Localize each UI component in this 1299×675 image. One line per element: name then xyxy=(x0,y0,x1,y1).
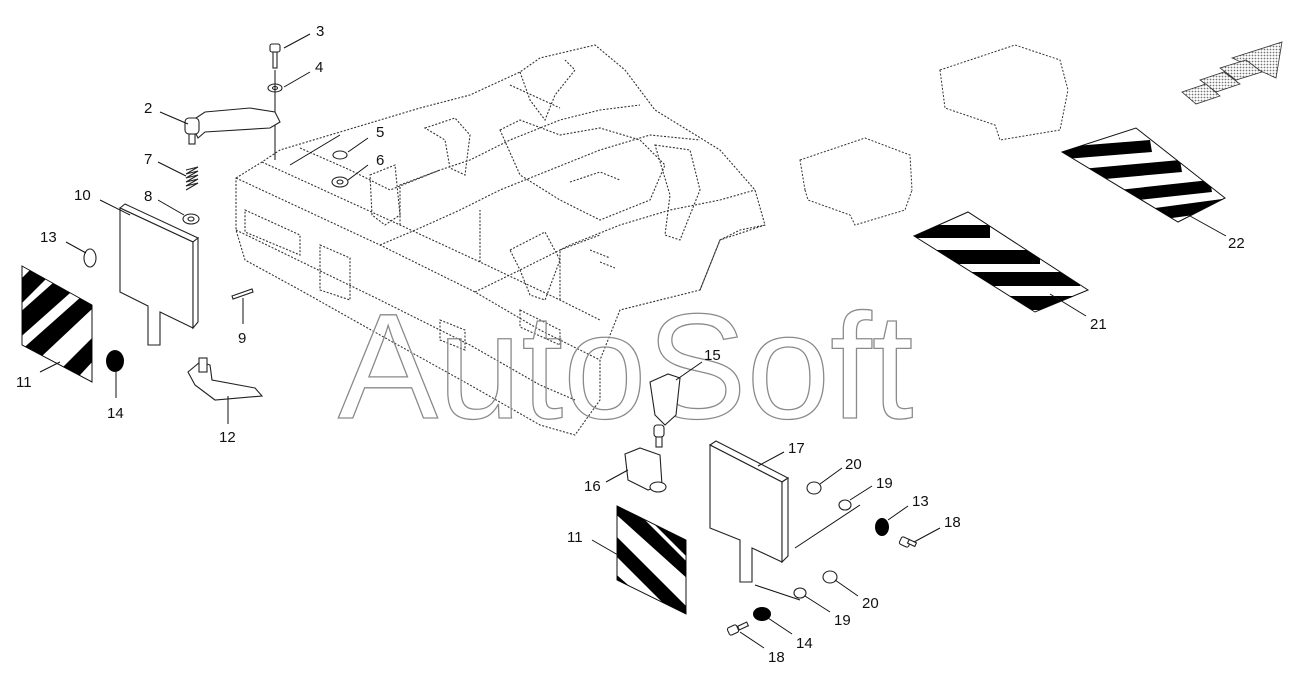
callout-2: 2 xyxy=(144,100,152,117)
part-15-bracket xyxy=(649,373,681,448)
main-frame xyxy=(235,44,766,436)
callout-4: 4 xyxy=(315,59,323,76)
callout-13-left: 13 xyxy=(40,229,57,246)
callout-11-right: 11 xyxy=(567,529,583,546)
part-7-spring xyxy=(185,166,199,191)
callout-22: 22 xyxy=(1228,235,1245,252)
callout-11-left: 11 xyxy=(16,374,32,391)
part-20-nut-upper xyxy=(806,481,822,495)
callout-10: 10 xyxy=(74,187,91,204)
callout-5: 5 xyxy=(376,124,384,141)
callout-18-lower: 18 xyxy=(768,649,785,666)
part-14-plug xyxy=(106,350,124,372)
callout-20-upper: 20 xyxy=(845,456,862,473)
part-18-bolt-upper xyxy=(898,536,918,548)
callout-6: 6 xyxy=(376,152,384,169)
part-20-nut-lower xyxy=(822,570,838,584)
callout-13-right: 13 xyxy=(912,493,929,510)
part-12-bracket xyxy=(187,357,264,401)
rear-cover-upper xyxy=(939,44,1069,141)
part-21-warning-plate xyxy=(912,211,1090,313)
part-10-mudflap-bracket xyxy=(118,203,200,346)
callout-7: 7 xyxy=(144,151,152,168)
part-16-bracket xyxy=(624,447,667,493)
part-19-washer-lower xyxy=(793,587,807,599)
part-9-pin xyxy=(231,288,254,300)
part-6-nut xyxy=(331,176,349,188)
callout-20-lower: 20 xyxy=(862,595,879,612)
part-5-washer xyxy=(332,150,348,160)
part-18-bolt-lower xyxy=(726,621,750,636)
callout-14-right: 14 xyxy=(796,635,813,652)
part-19-washer-upper xyxy=(838,499,852,511)
part-13-plug-right xyxy=(875,518,889,536)
part-17-mudflap-bracket xyxy=(708,440,790,583)
leader-lines xyxy=(39,33,1227,649)
part-14-plug-right xyxy=(753,607,771,621)
callout-19-lower: 19 xyxy=(834,612,851,629)
callout-9: 9 xyxy=(238,330,246,347)
part-8-washer xyxy=(182,213,200,225)
callout-3: 3 xyxy=(316,23,324,40)
callout-14-left: 14 xyxy=(107,405,124,422)
callout-8: 8 xyxy=(144,188,152,205)
part-3-bolt xyxy=(269,43,281,69)
part-22-warning-plate xyxy=(1060,127,1226,223)
part-13-plug xyxy=(83,248,97,268)
callout-labels: 3 4 2 5 6 7 8 10 13 9 11 14 12 15 16 11 … xyxy=(16,23,1245,666)
callout-21: 21 xyxy=(1090,316,1107,333)
callout-16: 16 xyxy=(584,478,601,495)
rear-cover-lower xyxy=(799,137,913,226)
watermark: AutoSoft xyxy=(338,282,913,450)
callout-15: 15 xyxy=(704,347,721,364)
front-direction-arrow-icon xyxy=(1181,41,1283,105)
callout-12: 12 xyxy=(219,429,236,446)
callout-19-upper: 19 xyxy=(876,475,893,492)
part-2-lever xyxy=(184,107,281,145)
callout-18-upper: 18 xyxy=(944,514,961,531)
part-11-warning-plate-right xyxy=(616,505,687,615)
callout-17: 17 xyxy=(788,440,805,457)
